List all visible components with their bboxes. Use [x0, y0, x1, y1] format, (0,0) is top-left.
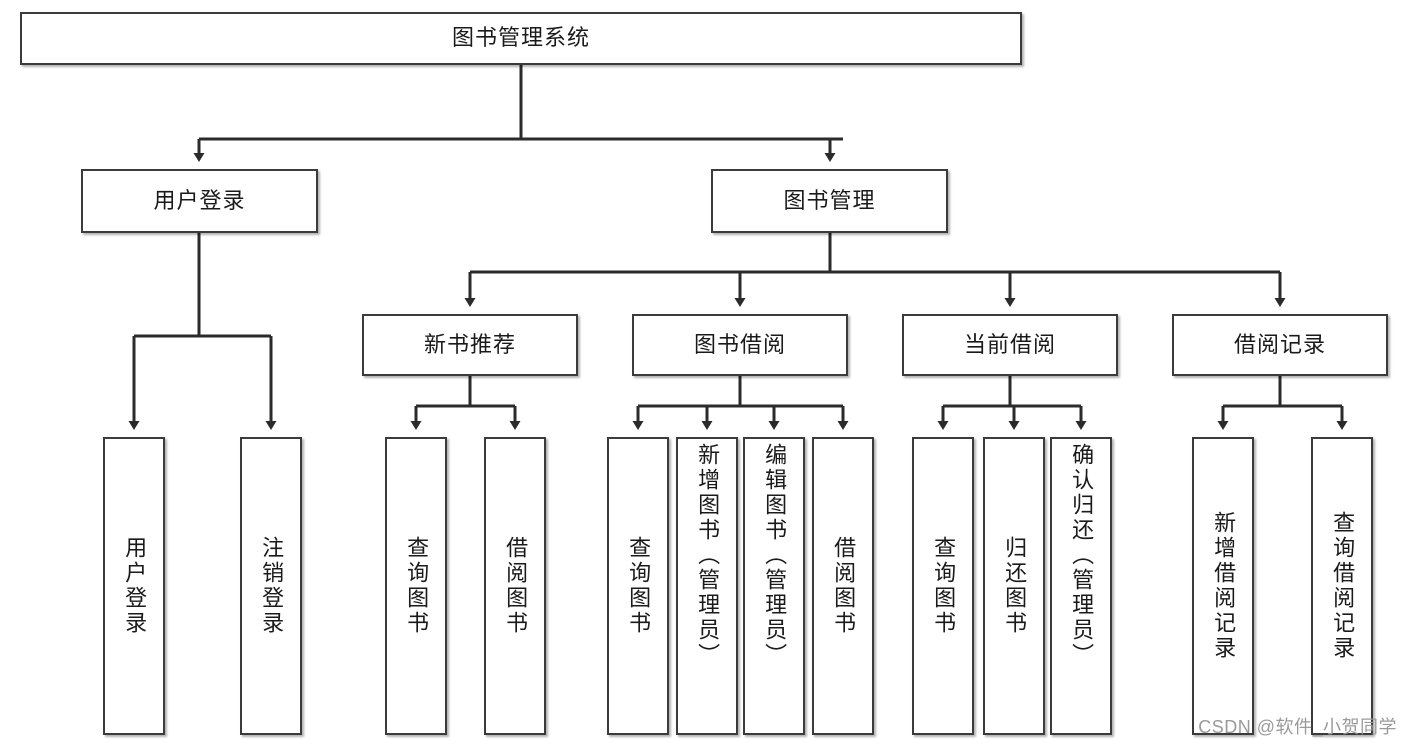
node-book-management[interactable]: 图书管理 [711, 169, 948, 233]
node-leaf-query-book-3[interactable]: 查询图书 [912, 437, 974, 735]
node-leaf-borrow-book-2-label: 借阅图书 [831, 536, 857, 636]
node-borrow-record-label: 借阅记录 [1233, 331, 1326, 357]
node-leaf-user-login[interactable]: 用户登录 [103, 437, 165, 735]
node-user-login[interactable]: 用户登录 [81, 169, 318, 233]
node-book-management-label: 图书管理 [783, 187, 876, 213]
node-leaf-return-book[interactable]: 归还图书 [983, 437, 1045, 735]
node-leaf-confirm-return-admin[interactable]: 确认归还（管理员） [1050, 437, 1112, 735]
node-leaf-edit-book-admin[interactable]: 编辑图书（管理员） [743, 437, 805, 735]
node-leaf-logout-login-label: 注销登录 [259, 536, 285, 636]
node-leaf-edit-book-admin-label: 编辑图书（管理员） [762, 443, 788, 668]
node-leaf-query-book-2-label: 查询图书 [626, 536, 652, 636]
node-leaf-user-login-label: 用户登录 [122, 536, 148, 636]
node-leaf-confirm-return-admin-label: 确认归还（管理员） [1069, 443, 1095, 668]
node-borrow-record[interactable]: 借阅记录 [1172, 314, 1388, 376]
node-leaf-query-book-1-label: 查询图书 [404, 536, 430, 636]
node-leaf-query-book-2[interactable]: 查询图书 [607, 437, 669, 735]
node-book-borrow[interactable]: 图书借阅 [632, 314, 848, 376]
node-leaf-add-book-admin[interactable]: 新增图书（管理员） [676, 437, 738, 735]
node-leaf-logout-login[interactable]: 注销登录 [240, 437, 302, 735]
node-root-label: 图书管理系统 [451, 25, 590, 51]
node-leaf-add-book-admin-label: 新增图书（管理员） [695, 443, 721, 668]
node-leaf-query-borrow-record[interactable]: 查询借阅记录 [1311, 437, 1373, 735]
watermark: CSDN @软件_小贺同学 [1198, 717, 1397, 737]
node-book-borrow-label: 图书借阅 [693, 331, 786, 357]
node-leaf-query-borrow-record-label: 查询借阅记录 [1330, 511, 1356, 661]
node-leaf-borrow-book-1[interactable]: 借阅图书 [484, 437, 546, 735]
node-leaf-borrow-book-1-label: 借阅图书 [503, 536, 529, 636]
node-leaf-add-borrow-record-label: 新增借阅记录 [1211, 511, 1237, 661]
node-leaf-query-book-3-label: 查询图书 [931, 536, 957, 636]
node-current-borrow-label: 当前借阅 [963, 331, 1056, 357]
node-leaf-add-borrow-record[interactable]: 新增借阅记录 [1192, 437, 1254, 735]
node-current-borrow[interactable]: 当前借阅 [902, 314, 1118, 376]
node-new-book-recommend-label: 新书推荐 [423, 331, 516, 357]
node-leaf-return-book-label: 归还图书 [1002, 536, 1028, 636]
node-leaf-query-book-1[interactable]: 查询图书 [385, 437, 447, 735]
node-leaf-borrow-book-2[interactable]: 借阅图书 [812, 437, 874, 735]
node-root[interactable]: 图书管理系统 [20, 12, 1022, 65]
node-new-book-recommend[interactable]: 新书推荐 [362, 314, 578, 376]
node-user-login-label: 用户登录 [153, 187, 246, 213]
